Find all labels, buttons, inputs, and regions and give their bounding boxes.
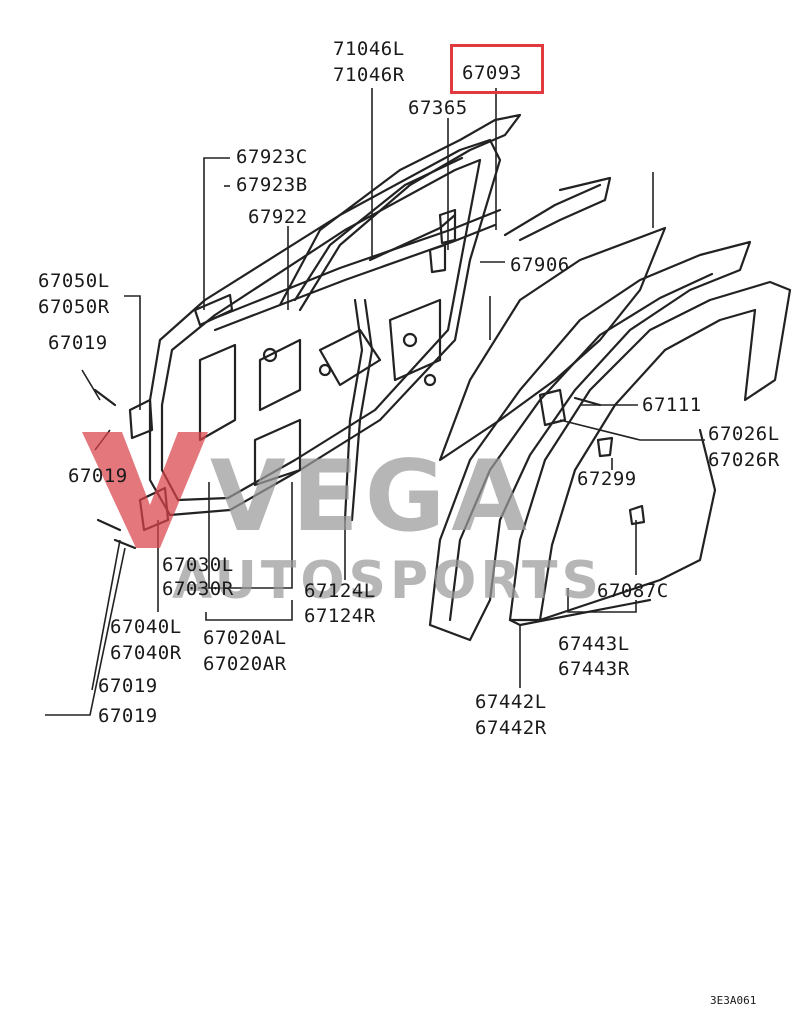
- callout-67040r[interactable]: 67040R: [110, 642, 182, 664]
- callout-67019-a[interactable]: 67019: [48, 332, 108, 354]
- callout-67030l[interactable]: 67030L: [162, 554, 234, 576]
- callout-67087c[interactable]: 67087C: [597, 580, 669, 602]
- callout-67111[interactable]: 67111: [642, 394, 702, 416]
- callout-67093[interactable]: 67093: [462, 62, 522, 84]
- callout-67906[interactable]: 67906: [510, 254, 570, 276]
- callout-67050r[interactable]: 67050R: [38, 296, 110, 318]
- callout-67030r[interactable]: 67030R: [162, 578, 234, 600]
- callout-67019-c[interactable]: 67019: [98, 675, 158, 697]
- vega-v-mark-icon: [82, 432, 208, 548]
- callout-67019-d[interactable]: 67019: [98, 705, 158, 727]
- highlighted-part-box: [450, 44, 544, 94]
- callout-67019-b[interactable]: 67019: [68, 465, 128, 487]
- callout-67124l[interactable]: 67124L: [304, 580, 376, 602]
- callout-67442r[interactable]: 67442R: [475, 717, 547, 739]
- callout-67923c[interactable]: 67923C: [236, 146, 308, 168]
- callout-67050l[interactable]: 67050L: [38, 270, 110, 292]
- vega-watermark: VEGA AUTOSPORTS: [82, 432, 603, 611]
- callout-67020ar[interactable]: 67020AR: [203, 653, 287, 675]
- callout-67026l[interactable]: 67026L: [708, 423, 780, 445]
- callout-67040l[interactable]: 67040L: [110, 616, 182, 638]
- callout-67299[interactable]: 67299: [577, 468, 637, 490]
- watermark-tagline: AUTOSPORTS: [172, 551, 603, 611]
- weatherstrip: [508, 280, 792, 622]
- callout-71046r: 71046R: [333, 64, 405, 86]
- callout-67443l[interactable]: 67443L: [558, 633, 630, 655]
- callout-67124r[interactable]: 67124R: [304, 605, 376, 627]
- watermark-brand: VEGA: [210, 440, 533, 554]
- callout-67922[interactable]: 67922: [248, 206, 308, 228]
- callout-67365[interactable]: 67365: [408, 97, 468, 119]
- callout-67026r[interactable]: 67026R: [708, 449, 780, 471]
- callout-67442l[interactable]: 67442L: [475, 691, 547, 713]
- callout-67443r[interactable]: 67443R: [558, 658, 630, 680]
- drawing-code: 3E3A061: [710, 994, 757, 1007]
- callout-71046l: 71046L: [333, 38, 405, 60]
- callout-67020al[interactable]: 67020AL: [203, 627, 287, 649]
- callout-67923b[interactable]: 67923B: [236, 174, 308, 196]
- door-glass: [438, 226, 667, 462]
